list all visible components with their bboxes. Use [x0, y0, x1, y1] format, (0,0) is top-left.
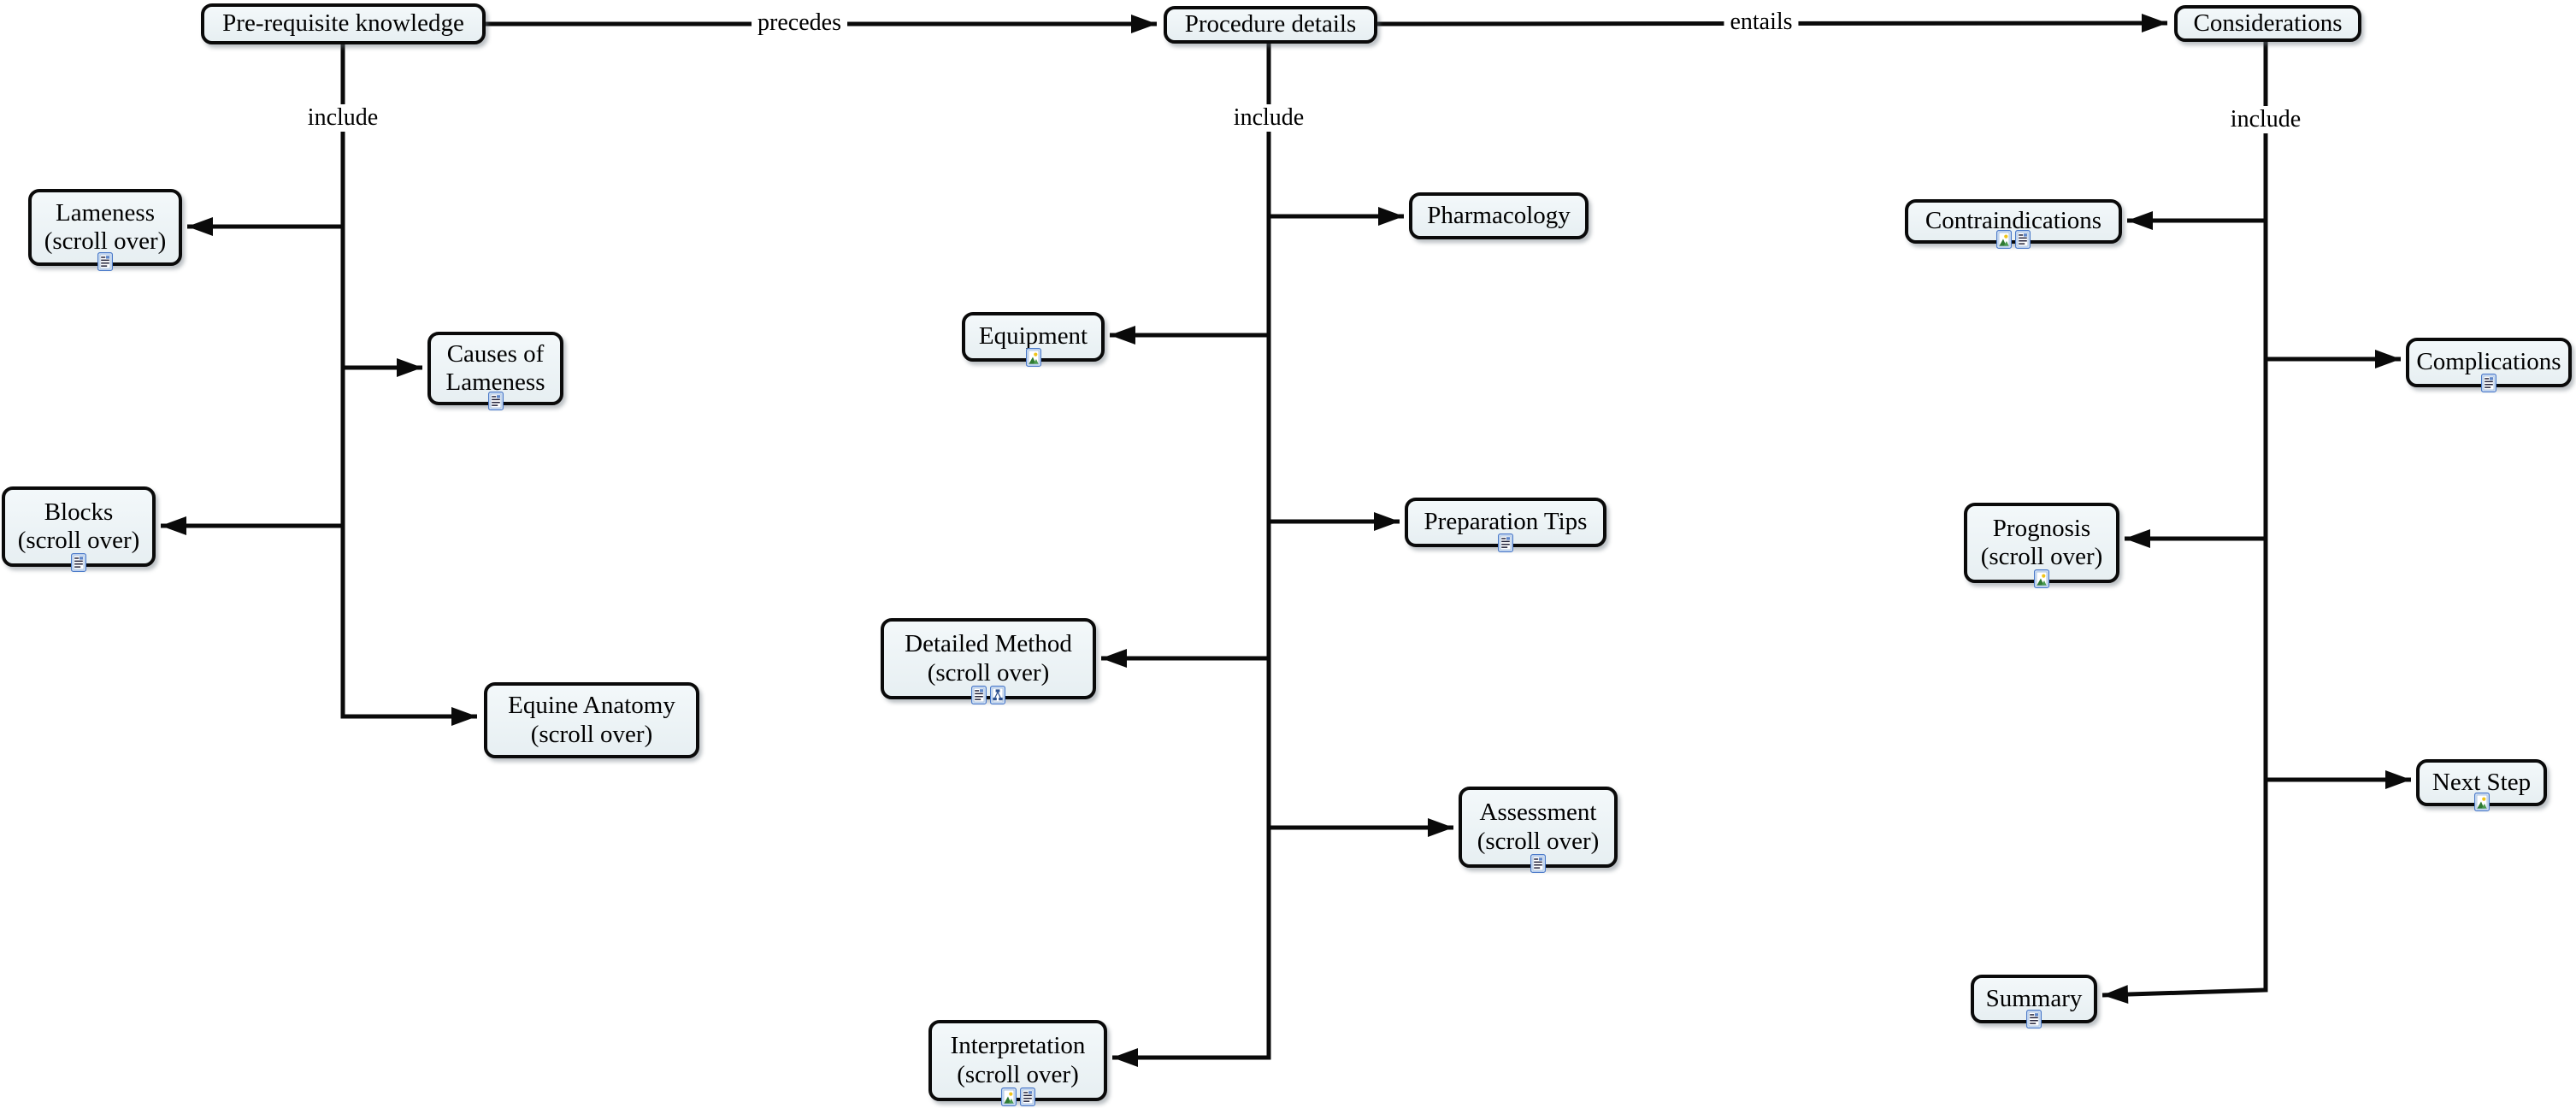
branch-lameness-arrowhead [187, 217, 213, 236]
branch-complications-arrowhead [2375, 350, 2401, 368]
image-resource-icon[interactable] [1000, 1087, 1017, 1106]
node-blocks[interactable]: Blocks (scroll over) [2, 486, 156, 572]
branch-preparation-tips-arrowhead [1374, 512, 1400, 531]
image-resource-icon[interactable] [1996, 230, 2012, 249]
text-resource-icon[interactable] [1019, 1087, 1035, 1106]
text-resource-icon[interactable] [971, 686, 987, 704]
node-preparation-tips[interactable]: Preparation Tips [1405, 498, 1606, 552]
link-entails-arrowhead [2141, 14, 2167, 33]
concept-node-label: Blocks (scroll over) [17, 498, 140, 554]
node-pharmacology[interactable]: Pharmacology [1409, 192, 1589, 239]
branch-pharmacology-arrowhead [1378, 207, 1404, 226]
branch-detailed-method-arrowhead [1101, 649, 1127, 668]
image-resource-icon[interactable] [1025, 348, 1041, 367]
linking-phrase-precedes-0: precedes [752, 9, 847, 37]
branch-next-step-arrowhead [2385, 770, 2411, 789]
concept-node-label: Interpretation (scroll over) [950, 1032, 1086, 1088]
trunk-procedure [1112, 44, 1271, 1060]
resource-icon-group [1498, 533, 1513, 552]
trunk-considerations-arrowhead [2102, 985, 2129, 1005]
concept-node-label: Lameness (scroll over) [44, 198, 167, 255]
trunk-prerequisite-arrowhead [451, 707, 477, 726]
branch-contraindications-arrowhead [2127, 211, 2153, 230]
resource-icon-group [97, 252, 113, 271]
node-next-step[interactable]: Next Step [2416, 759, 2547, 811]
branch-prognosis-arrowhead [2125, 529, 2150, 548]
node-interpretation[interactable]: Interpretation (scroll over) [928, 1020, 1107, 1106]
concept-node-label: Complications [2416, 348, 2561, 376]
concept-node-label: Causes of Lameness [445, 339, 545, 396]
concept-node-label: Pharmacology [1427, 201, 1571, 229]
resource-icon-group [2473, 793, 2490, 811]
resource-icon-group [1530, 854, 1546, 873]
concept-node-label: Summary [1985, 984, 2083, 1012]
node-equine-anatomy[interactable]: Equine Anatomy (scroll over) [484, 682, 699, 758]
linking-phrase-entails-1: entails [1724, 9, 1799, 36]
node-summary[interactable]: Summary [1971, 975, 2097, 1028]
image-resource-icon[interactable] [2034, 569, 2049, 588]
cmap-resource-icon[interactable] [990, 686, 1005, 704]
linking-phrase-include-3: include [1227, 104, 1311, 132]
resource-icon-group [2026, 1010, 2042, 1028]
concept-node-label: Pre-requisite knowledge [222, 9, 464, 38]
node-equipment[interactable]: Equipment [962, 312, 1105, 367]
resource-icon-group [1000, 1087, 1035, 1106]
text-resource-icon[interactable] [487, 392, 504, 410]
linking-phrase-include-2: include [301, 104, 385, 132]
node-complications[interactable]: Complications [2406, 338, 2572, 392]
text-resource-icon[interactable] [2481, 374, 2496, 392]
concept-node-label: Contraindications [1925, 207, 2102, 235]
node-assessment[interactable]: Assessment (scroll over) [1459, 787, 1618, 873]
linking-phrase-include-4: include [2224, 106, 2308, 133]
node-prerequisite-knowledge[interactable]: Pre-requisite knowledge [201, 3, 486, 44]
node-detailed-method[interactable]: Detailed Method (scroll over) [881, 618, 1096, 704]
resource-icon-group [2034, 569, 2049, 588]
text-resource-icon[interactable] [71, 553, 86, 572]
resource-icon-group [1996, 230, 2031, 249]
resource-icon-group [71, 553, 86, 572]
branch-causes-of-lameness-arrowhead [397, 358, 422, 377]
node-procedure-details[interactable]: Procedure details [1164, 6, 1377, 44]
node-lameness[interactable]: Lameness (scroll over) [28, 189, 182, 271]
node-causes-of-lameness[interactable]: Causes of Lameness [427, 332, 563, 410]
resource-icon-group [2481, 374, 2496, 392]
concept-node-label: Considerations [2193, 9, 2343, 37]
image-resource-icon[interactable] [2473, 793, 2490, 811]
trunk-considerations [2101, 42, 2268, 998]
branch-equipment-arrowhead [1110, 326, 1135, 345]
text-resource-icon[interactable] [1530, 854, 1546, 873]
concept-node-label: Detailed Method (scroll over) [905, 630, 1072, 687]
concept-node-label: Preparation Tips [1424, 508, 1588, 536]
resource-icon-group [487, 392, 504, 410]
resource-icon-group [1025, 348, 1041, 367]
text-resource-icon[interactable] [97, 252, 113, 271]
trunk-prerequisite [340, 44, 477, 719]
link-precedes-arrowhead [1131, 15, 1157, 33]
node-contraindications[interactable]: Contraindications [1905, 199, 2122, 249]
concept-node-label: Equipment [978, 322, 1088, 351]
text-resource-icon[interactable] [1498, 533, 1513, 552]
branch-blocks-arrowhead [161, 516, 186, 535]
text-resource-icon[interactable] [2026, 1010, 2042, 1028]
concept-node-label: Equine Anatomy (scroll over) [508, 692, 675, 748]
text-resource-icon[interactable] [2015, 230, 2031, 249]
concept-node-label: Assessment (scroll over) [1477, 799, 1600, 855]
concept-node-label: Prognosis (scroll over) [1980, 514, 2103, 570]
node-considerations[interactable]: Considerations [2174, 5, 2361, 42]
node-prognosis[interactable]: Prognosis (scroll over) [1964, 503, 2119, 588]
concept-node-label: Procedure details [1184, 10, 1357, 38]
branch-assessment-arrowhead [1428, 818, 1453, 837]
resource-icon-group [971, 686, 1005, 704]
concept-node-label: Next Step [2432, 768, 2532, 796]
trunk-procedure-arrowhead [1112, 1048, 1138, 1067]
